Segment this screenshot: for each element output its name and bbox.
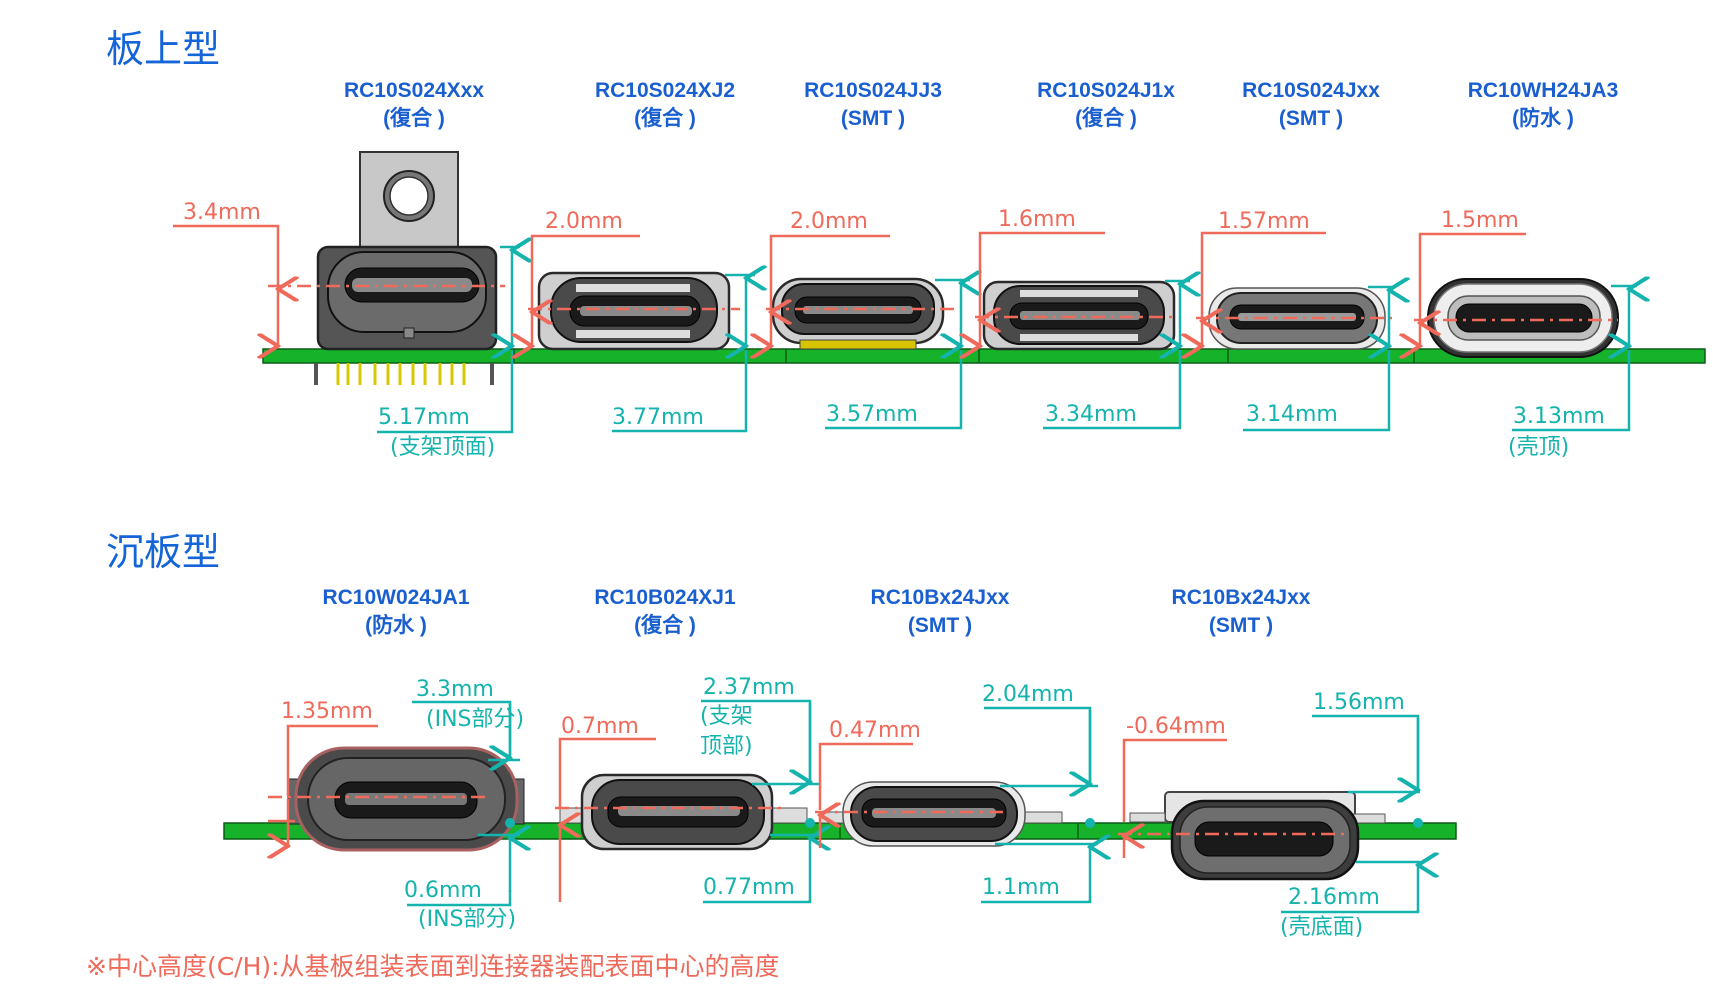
connector-rc10bx24jxx-1 (819, 781, 1063, 847)
total-height-note: (支架顶面) (390, 435, 495, 460)
part-label: RC10WH24JA3 (1468, 79, 1619, 102)
center-height-value: 0.47mm (829, 718, 921, 743)
below-height-note: (INS部分) (418, 907, 516, 932)
part-label: RC10Bx24Jxx (871, 586, 1010, 609)
part-type: (復合 ) (634, 613, 696, 637)
above-height-value: 2.04mm (982, 682, 1074, 707)
connector-rc10w024ja1 (287, 746, 525, 852)
part-type: (復合 ) (634, 106, 696, 130)
dim-center-height-6: 1.5mm (1414, 208, 1618, 346)
below-height-value: 0.6mm (404, 878, 482, 903)
part-label: RC10S024Jxx (1242, 79, 1380, 102)
center-height-value: 1.5mm (1441, 208, 1519, 233)
above-height-value: 3.3mm (416, 677, 494, 702)
connector-rc10s024xj2 (537, 271, 731, 351)
dim-above-height-s2: 2.37mm (支架 顶部) (700, 675, 820, 828)
connector-rc10s024j1x (982, 280, 1176, 351)
center-height-value: 2.0mm (790, 209, 868, 234)
through-hole-pins (336, 363, 466, 385)
dim-center-height-4: 1.6mm (975, 207, 1175, 346)
above-height-note: (INS部分) (426, 707, 524, 732)
on-board-part-labels: RC10S024Xxx (復合 ) RC10S024XJ2 (復合 ) RC10… (344, 79, 1618, 130)
dim-total-height-3: 3.57mm (825, 280, 970, 430)
center-height-value: 1.35mm (281, 699, 373, 724)
dim-total-height-1: 5.17mm (支架顶面) (377, 247, 520, 460)
total-height-value: 5.17mm (378, 405, 470, 430)
above-height-value: 1.56mm (1313, 690, 1405, 715)
section-title-sink-board: 沉板型 (106, 530, 220, 574)
total-height-value: 3.14mm (1246, 402, 1338, 427)
part-type: (防水 ) (1512, 107, 1574, 130)
footnote: ※中心高度(C/H):从基板组装表面到连接器装配表面中心的高度 (86, 952, 780, 981)
part-label: RC10S024J1x (1037, 79, 1175, 102)
part-type: (復合 ) (383, 106, 445, 130)
dim-center-height-2: 2.0mm (528, 209, 740, 346)
total-height-value: 3.77mm (612, 405, 704, 430)
dim-center-height-s4: -0.64mm (1118, 714, 1345, 858)
connector-rc10s024jj3 (771, 277, 945, 350)
part-type: (防水 ) (365, 614, 427, 637)
connector-rc10bx24jxx-2 (1129, 791, 1386, 881)
dim-above-height-s1: 3.3mm (INS部分) (412, 677, 524, 828)
dim-center-height-s2: 0.7mm (555, 714, 782, 902)
part-label: RC10W024JA1 (322, 586, 469, 609)
sink-board-part-labels: RC10W024JA1 (防水 ) RC10B024XJ1 (復合 ) RC10… (322, 586, 1310, 637)
part-label: RC10B024XJ1 (594, 586, 736, 609)
part-label: RC10S024Xxx (344, 79, 484, 102)
dim-center-height-s3: 0.47mm (815, 718, 1008, 848)
dim-center-height-3: 2.0mm (766, 209, 958, 346)
dim-below-height-s2: 0.77mm (703, 835, 820, 904)
below-height-value: 2.16mm (1288, 885, 1380, 910)
above-height-note-1: (支架 (700, 704, 753, 729)
dim-above-height-s4: 1.56mm (1312, 690, 1423, 828)
dim-center-height-s1: 1.35mm (268, 699, 486, 846)
center-height-value: 2.0mm (545, 209, 623, 234)
below-height-value: 1.1mm (982, 875, 1060, 900)
dim-total-height-4: 3.34mm (1043, 281, 1190, 430)
center-height-value: -0.64mm (1126, 714, 1226, 739)
section-title-on-board: 板上型 (106, 27, 220, 71)
above-height-note-2: 顶部) (700, 734, 753, 759)
part-label: RC10Bx24Jxx (1172, 586, 1311, 609)
connector-rc10s024xxx (314, 151, 498, 385)
center-height-value: 3.4mm (183, 200, 261, 225)
part-type: (SMT ) (841, 107, 905, 130)
total-height-value: 3.13mm (1513, 404, 1605, 429)
dim-total-height-5: 3.14mm (1243, 287, 1395, 432)
part-type: (SMT ) (1279, 107, 1343, 130)
part-type: (復合 ) (1075, 106, 1137, 130)
dim-below-height-s3: 1.1mm (981, 844, 1098, 904)
dim-below-height-s1: 0.6mm (INS部分) (404, 835, 520, 932)
dim-below-height-s4: 2.16mm (壳底面) (1280, 862, 1420, 940)
center-height-value: 1.6mm (998, 207, 1076, 232)
below-height-value: 0.77mm (703, 875, 795, 900)
dim-center-height-1: 3.4mm (173, 200, 505, 346)
below-height-note: (壳底面) (1280, 915, 1363, 940)
above-height-value: 2.37mm (703, 675, 795, 700)
total-height-note: (壳顶) (1508, 435, 1569, 460)
dim-above-height-s3: 2.04mm (982, 682, 1098, 828)
part-type: (SMT ) (908, 614, 972, 637)
total-height-value: 3.57mm (826, 402, 918, 427)
dim-total-height-6: 3.13mm (壳顶) (1508, 286, 1637, 460)
center-height-value: 1.57mm (1218, 209, 1310, 234)
connector-rc10wh24ja3 (1427, 278, 1619, 358)
part-type: (SMT ) (1209, 614, 1273, 637)
part-label: RC10S024XJ2 (595, 79, 735, 102)
connector-rc10b024xj1 (559, 773, 808, 851)
total-height-value: 3.34mm (1045, 402, 1137, 427)
dim-total-height-2: 3.77mm (612, 275, 755, 433)
center-height-value: 0.7mm (561, 714, 639, 739)
dim-center-height-5: 1.57mm (1196, 209, 1392, 346)
part-label: RC10S024JJ3 (804, 79, 942, 102)
